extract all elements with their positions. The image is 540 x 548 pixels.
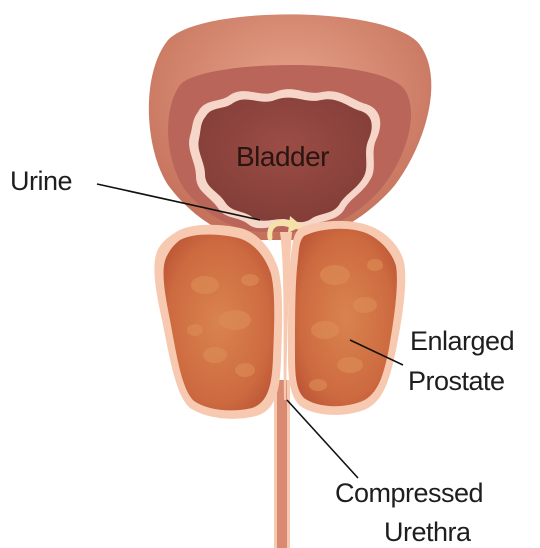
enlarged-prostate-label-line1: Enlarged [410, 326, 514, 356]
compressed-urethra-label-line2: Urethra [384, 517, 472, 547]
bladder-label: Bladder [236, 141, 329, 172]
prostate-lobe-right [288, 221, 405, 415]
prostate-lobe-left [154, 225, 282, 419]
urine-label: Urine [10, 166, 72, 196]
urethra-tube [274, 380, 290, 548]
compressed-urethra-label-line1: Compressed [335, 478, 483, 508]
enlarged-prostate-label-line2: Prostate [408, 366, 505, 396]
